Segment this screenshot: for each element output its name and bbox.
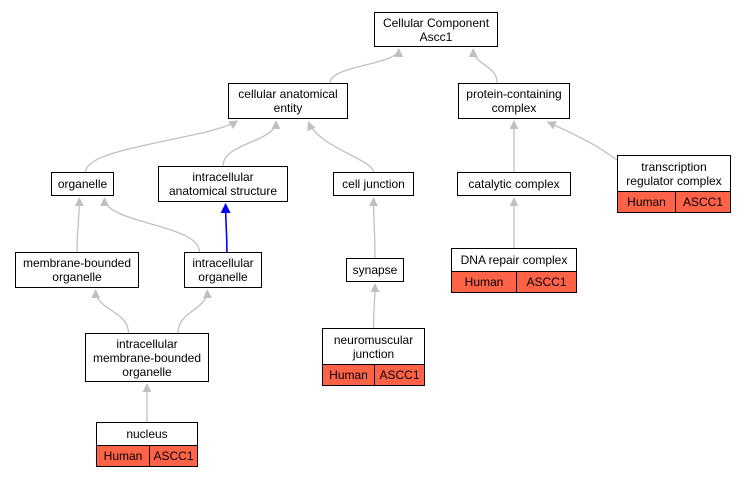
- edge-pcc-to-root: [468, 48, 498, 84]
- edge-imbo-to-io: [177, 289, 212, 334]
- node-cell-junction[interactable]: cell junction: [333, 172, 414, 196]
- gene-cell: ASCC1: [516, 272, 576, 292]
- species-cell: Human: [464, 275, 504, 289]
- node-label-line: organelle: [198, 270, 248, 284]
- edge-ias-to-cae: [222, 120, 281, 167]
- edge-io-to-ias: [220, 203, 231, 253]
- edge-syn-to-cj: [369, 197, 379, 259]
- node-label-line: membrane-bounded: [22, 256, 132, 270]
- node-label-line: cell junction: [342, 177, 405, 191]
- node-label-line: organelle: [57, 177, 108, 191]
- node-label-line: intracellular: [192, 256, 254, 270]
- node-label-line: organelle: [122, 364, 172, 379]
- edge-cj-to-cae: [307, 121, 375, 173]
- node-label-line: Ascc1: [419, 29, 453, 44]
- node-catalytic-complex[interactable]: catalytic complex: [457, 172, 571, 196]
- node-label-line: anatomical structure: [168, 184, 278, 198]
- node-label-line: neuromuscular: [333, 332, 414, 347]
- node-label-line: nucleus: [126, 427, 168, 441]
- gene-cell: ASCC1: [374, 365, 424, 385]
- node-label-line: protein-containing: [466, 87, 562, 101]
- node-synapse[interactable]: synapse: [346, 258, 404, 282]
- species-cell: Human: [627, 195, 666, 209]
- node-dna-repair-complex[interactable]: DNA repair complex Human ASCC1: [451, 248, 577, 293]
- node-label-line: regulator complex: [626, 173, 722, 188]
- node-label-line: entity: [273, 101, 303, 115]
- node-label-line: junction: [352, 346, 395, 361]
- gene-cell: ASCC1: [149, 446, 197, 466]
- edge-nmj-to-syn: [370, 283, 380, 329]
- species-cell: Human: [103, 449, 143, 463]
- node-label-line: organelle: [52, 270, 102, 284]
- edge-trc-to-pcc: [546, 121, 620, 162]
- edge-cae-to-root: [329, 48, 404, 84]
- node-label-line: synapse: [352, 263, 398, 277]
- node-label-line: membrane-bounded: [92, 350, 202, 365]
- node-label-line: DNA repair complex: [460, 253, 568, 267]
- node-label-line: cellular anatomical: [238, 87, 338, 101]
- node-label-line: intracellular: [116, 336, 178, 351]
- edge-organelle-to-cae: [85, 120, 239, 173]
- node-label-line: catalytic complex: [468, 177, 560, 191]
- node-label-line: Cellular Component: [382, 15, 490, 30]
- node-label-line: transcription: [641, 159, 707, 174]
- edge-mbo-to-organelle: [74, 197, 84, 253]
- node-nucleus[interactable]: nucleus Human ASCC1: [96, 422, 198, 467]
- gene-cell: ASCC1: [675, 192, 730, 212]
- node-organelle[interactable]: organelle: [51, 172, 114, 196]
- node-label-line: intracellular: [192, 170, 254, 184]
- edge-imbo-to-mbo: [91, 289, 130, 334]
- node-label-line: complex: [491, 101, 537, 115]
- edge-io-to-organelle: [100, 197, 201, 253]
- species-cell: Human: [329, 368, 368, 382]
